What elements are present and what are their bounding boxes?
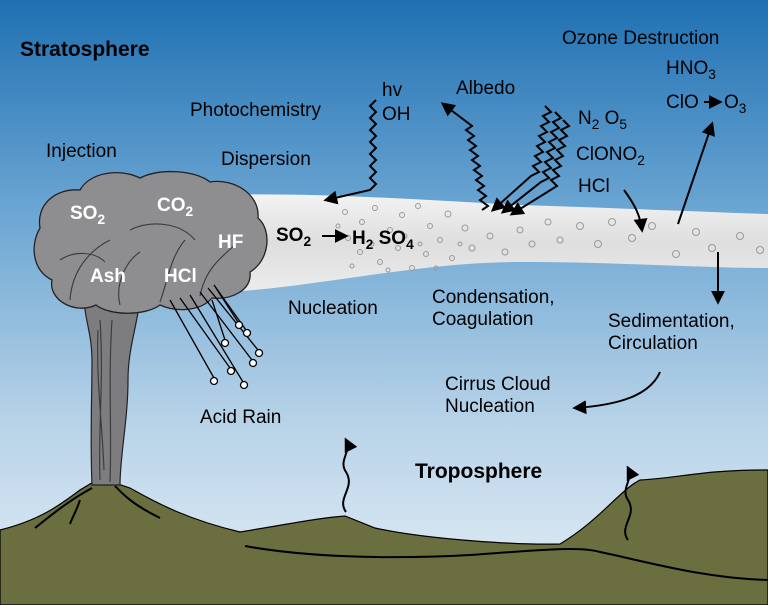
ground (0, 469, 768, 605)
hcl-label: HCl (578, 176, 610, 197)
column-streaks (97, 319, 113, 483)
reaction-reactant-label: SO2 (276, 225, 312, 249)
albedo-label: Albedo (456, 78, 516, 99)
incoming-wavy-arrow-3 (509, 119, 571, 216)
cloud-folds (59, 223, 236, 306)
injection-label: Injection (46, 141, 117, 162)
sedimentation-label: Sedimentation,Circulation (608, 311, 735, 354)
incoming-wavy-arrow-1 (490, 105, 553, 212)
process-arrows (322, 95, 725, 541)
ozone-destruction-label: Ozone Destruction (562, 28, 720, 49)
volcano-crack-right (114, 485, 161, 519)
acid-rain-label: Acid Rain (200, 407, 282, 428)
cloud-hcl-label: HCl (164, 266, 197, 287)
eruption-cloud (33, 170, 268, 314)
clono2-label: ClONO2 (576, 144, 645, 168)
ground-contour-line (244, 545, 768, 581)
dispersion-label: Dispersion (221, 149, 311, 170)
incoming-wavy-arrow-2 (500, 111, 563, 214)
cloud-ash-label: Ash (90, 266, 126, 287)
cirrus-arrow (572, 371, 661, 415)
n2o5-label: N2 O5 (578, 108, 628, 132)
cloud-hf-label: HF (218, 232, 244, 253)
hv-label: hv (382, 80, 403, 101)
albedo-wavy-arrow (440, 102, 490, 211)
acid-rain-drops (169, 284, 264, 390)
photochemistry-label: Photochemistry (190, 100, 321, 121)
clo-label: ClO (666, 92, 699, 113)
hcl-arrow (623, 189, 648, 233)
photochemistry-wavy-arrow (323, 99, 378, 205)
condensation-label: Condensation,Coagulation (432, 287, 555, 330)
convection-wavy-arrow-2 (624, 465, 640, 541)
volcano-crack-left (34, 487, 93, 529)
ozone-arrow (677, 121, 716, 225)
hno3-label: HNO3 (666, 58, 716, 82)
troposphere-label: Troposphere (415, 460, 543, 483)
oh-label: OH (382, 104, 411, 125)
reaction-product-label: H2 SO4 (352, 228, 414, 252)
nucleation-label: Nucleation (288, 298, 378, 319)
aerosol-plume (200, 194, 768, 292)
stratosphere-label: Stratosphere (20, 38, 150, 61)
convection-wavy-arrow-1 (342, 437, 358, 513)
cloud-so2-label: SO2 (70, 203, 106, 227)
o3-label: O3 (724, 92, 747, 116)
cloud-co2-label: CO2 (157, 195, 194, 219)
